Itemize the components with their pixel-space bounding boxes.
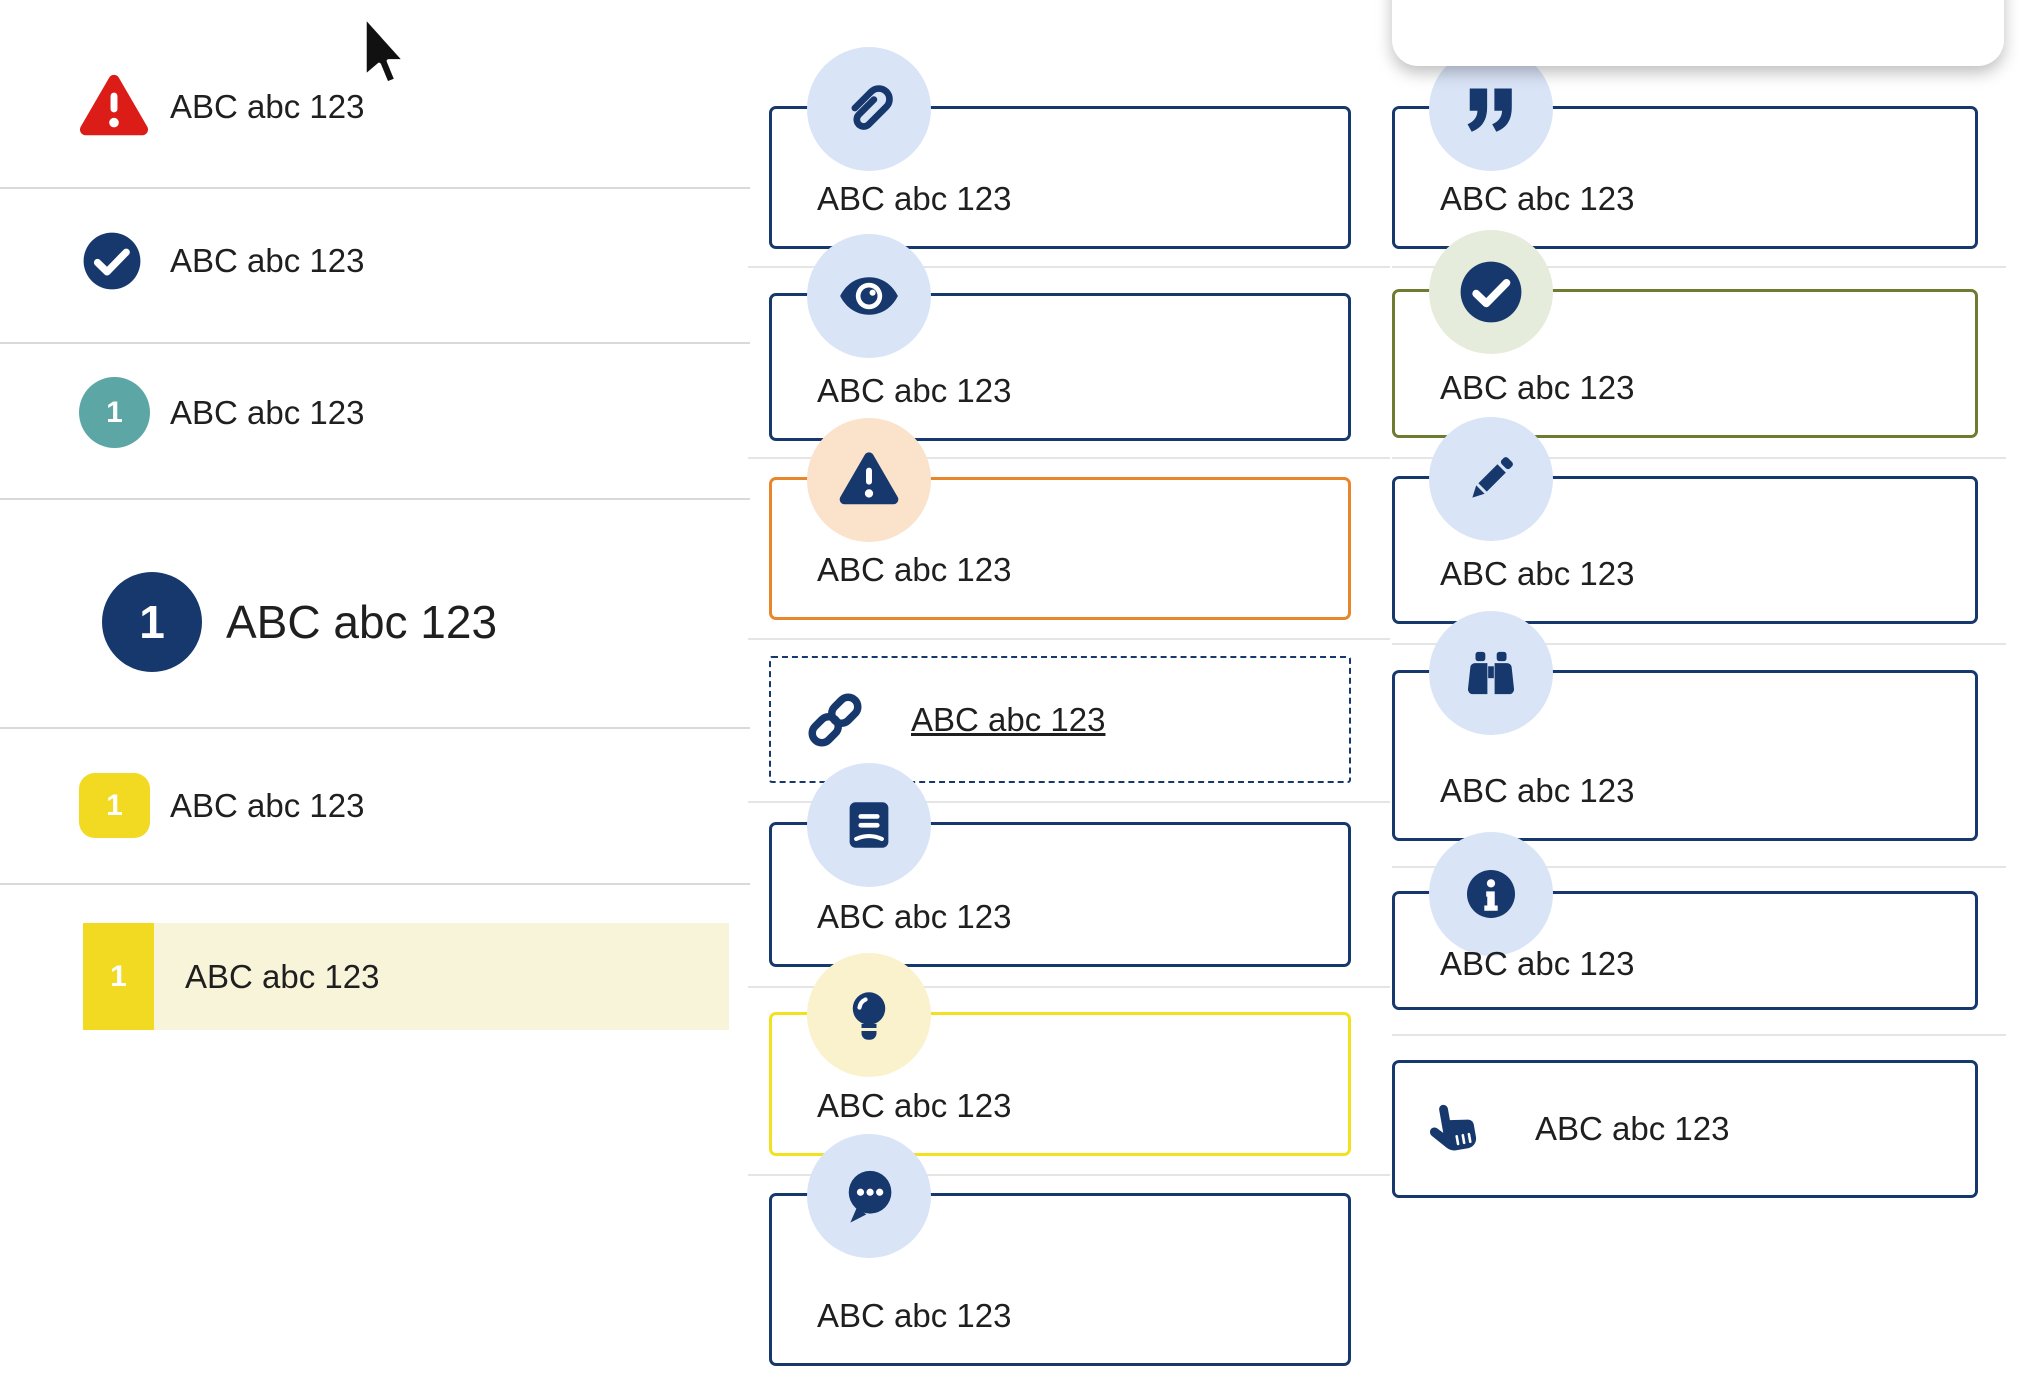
list-divider: [0, 342, 750, 344]
callout-warning: ABC abc 123: [769, 418, 1351, 620]
callout-link: ABC abc 123: [769, 656, 1351, 783]
callout-pointer: ABC abc 123: [1392, 1060, 1978, 1198]
lightbulb-icon: [807, 953, 931, 1077]
number-badge-yellow: 1: [79, 773, 150, 838]
column-separator: [1392, 266, 2006, 268]
list-divider: [0, 187, 750, 189]
callout-text: ABC abc 123: [1440, 180, 1635, 217]
book-icon: [807, 763, 931, 887]
badge-number: 1: [110, 959, 127, 993]
check-circle-icon: [1429, 230, 1553, 354]
column-separator: [748, 801, 1390, 803]
badge-number: 1: [106, 788, 123, 822]
quote-icon: [1429, 47, 1553, 171]
callout-search: ABC abc 123: [1392, 611, 1978, 841]
callout-text: ABC abc 123: [1440, 945, 1635, 982]
highlighted-list-item: 1 ABC abc 123: [83, 923, 729, 1030]
callout-preview: ABC abc 123: [769, 234, 1351, 441]
warning-triangle-icon: [807, 418, 931, 542]
column-separator: [1392, 866, 2006, 868]
binoculars-icon: [1429, 611, 1553, 735]
column-separator: [1392, 643, 2006, 645]
number-badge-navy-large: 1: [102, 572, 202, 672]
callout-text: ABC abc 123: [817, 372, 1012, 409]
column-separator: [748, 638, 1390, 640]
callout-hint: ABC abc 123: [769, 953, 1351, 1156]
callout-instructions: ABC abc 123: [769, 763, 1351, 967]
callout-attachment: ABC abc 123: [769, 47, 1351, 249]
alert-triangle-icon: [79, 74, 149, 136]
column-separator: [748, 1174, 1390, 1176]
column-separator: [748, 266, 1390, 268]
list-item-label: ABC abc 123: [170, 88, 365, 125]
callout-text: ABC abc 123: [817, 551, 1012, 588]
list-divider: [0, 498, 750, 500]
callout-text: ABC abc 123: [1535, 1110, 1730, 1147]
callout-text: ABC abc 123: [817, 898, 1012, 935]
callout-text: ABC abc 123: [817, 1297, 1012, 1334]
info-circle-icon: [1429, 832, 1553, 956]
callout-feedback: ABC abc 123: [769, 1134, 1351, 1366]
list-item-label: ABC abc 123: [170, 786, 365, 824]
list-item-label: ABC abc 123: [185, 957, 380, 995]
callout-text: ABC abc 123: [1440, 772, 1635, 809]
list-item-label: ABC abc 123: [170, 393, 365, 431]
callout-quote: ABC abc 123: [1392, 47, 1978, 249]
callout-text: ABC abc 123: [1440, 369, 1635, 406]
callout-text: ABC abc 123: [1440, 555, 1635, 592]
column-separator: [748, 457, 1390, 459]
list-item-label: ABC abc 123: [226, 596, 498, 648]
scrolled-card-bottom: [1392, 0, 2004, 66]
callout-success: ABC abc 123: [1392, 230, 1978, 438]
badge-number: 1: [139, 596, 165, 648]
list-divider: [0, 883, 750, 885]
list-divider: [0, 727, 750, 729]
list-item-label: ABC abc 123: [170, 242, 365, 279]
eye-icon: [807, 234, 931, 358]
paperclip-icon: [807, 47, 931, 171]
column-separator: [1392, 457, 2006, 459]
chat-bubble-icon: [807, 1134, 931, 1258]
column-separator: [748, 986, 1390, 988]
mouse-pointer-icon: [362, 14, 408, 86]
check-circle-icon: [83, 232, 141, 290]
callout-text: ABC abc 123: [817, 1087, 1012, 1124]
pencil-icon: [1429, 417, 1553, 541]
number-badge-teal: 1: [79, 377, 150, 448]
callout-info: ABC abc 123: [1392, 832, 1978, 1010]
callout-link-text[interactable]: ABC abc 123: [911, 700, 1106, 738]
callout-text: ABC abc 123: [817, 180, 1012, 217]
link-icon: [808, 692, 862, 747]
badge-number: 1: [106, 395, 123, 429]
number-badge-yellow-square: 1: [83, 923, 154, 1030]
callout-edit: ABC abc 123: [1392, 417, 1978, 624]
hand-pointer-icon: [1429, 1104, 1477, 1151]
column-separator: [1392, 1034, 2006, 1036]
